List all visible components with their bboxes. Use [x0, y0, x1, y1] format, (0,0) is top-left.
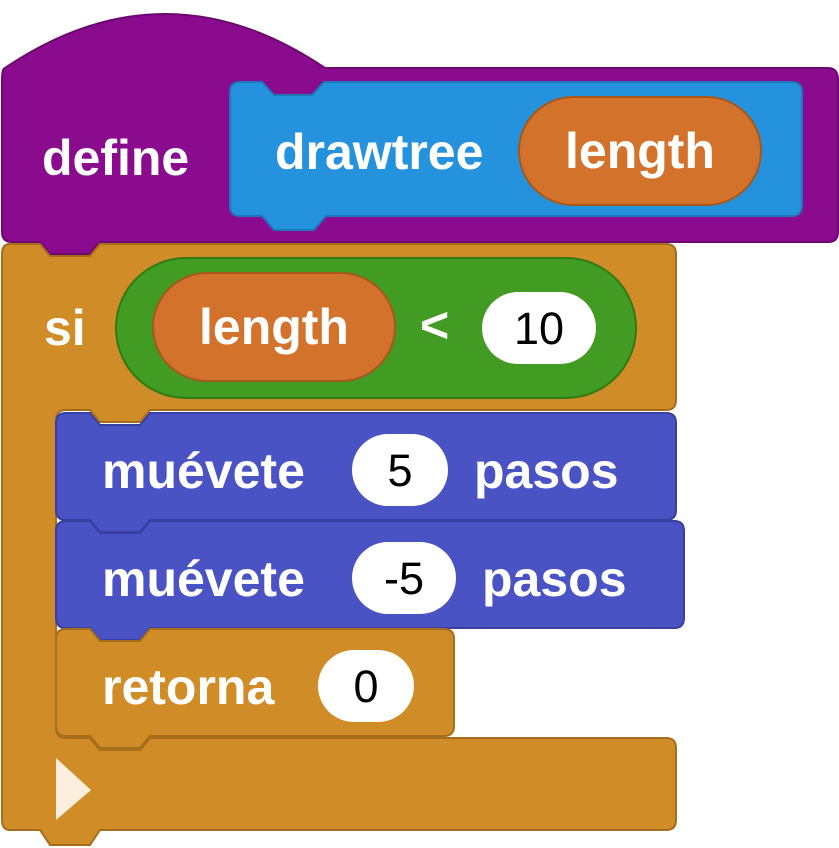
steps-label-2: pasos — [482, 551, 627, 607]
define-label: define — [42, 130, 190, 186]
procedure-name-label: drawtree — [275, 124, 484, 180]
move-steps-input-1[interactable]: 5 — [352, 434, 448, 506]
steps-label-1: pasos — [474, 443, 619, 499]
less-than-symbol: < — [420, 297, 450, 353]
procedure-param-length[interactable]: length — [518, 96, 762, 206]
loop-arrow-icon — [56, 758, 91, 820]
return-value-input[interactable]: 0 — [318, 650, 414, 722]
move-steps-input-2[interactable]: -5 — [352, 542, 456, 614]
condition-number-input[interactable]: 10 — [482, 292, 596, 364]
condition-variable-length[interactable]: length — [152, 272, 396, 382]
move-label-2: muévete — [102, 551, 305, 607]
if-label: si — [44, 300, 86, 356]
move-label-1: muévete — [102, 443, 305, 499]
return-label: retorna — [102, 659, 275, 715]
